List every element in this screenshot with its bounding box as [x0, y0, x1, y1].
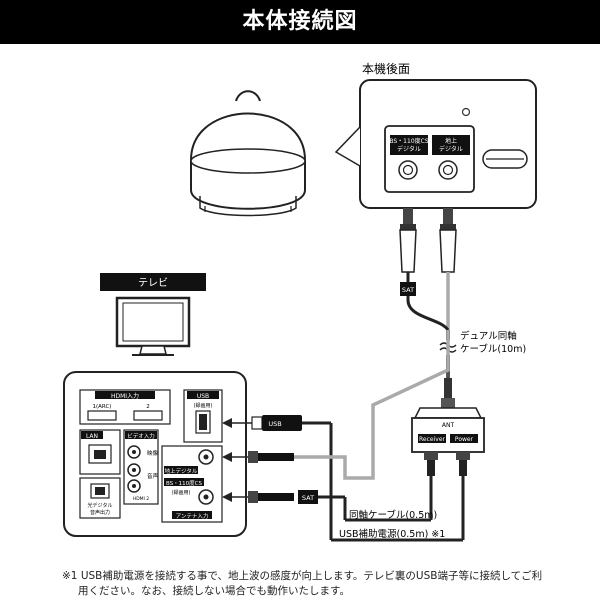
splitter-receiver-label: Receiver — [419, 436, 445, 443]
tv-cable-plugs: USB SAT — [222, 415, 331, 504]
splitter: ANT Receiver Power — [411, 407, 485, 476]
usb-plug-tag: USB — [268, 420, 281, 428]
splitter-output-cables — [294, 330, 465, 542]
bs-port-label-2: デジタル — [397, 145, 421, 153]
sat-tag-top: SAT — [402, 286, 414, 294]
terrestrial-port-label-bg — [432, 135, 470, 155]
optical-label: 光デジタル — [88, 502, 113, 509]
dual-coax-cable: SAT デュアル同軸 ケーブル(10m) — [399, 208, 526, 408]
splitter-ant-label: ANT — [442, 422, 455, 429]
footnote-line-1: ※1 USB補助電源を接続する事で、地上波の感度が向上します。テレビ裏のUSB端… — [62, 570, 543, 582]
usb-power-label: USB補助電源(0.5m) ※1 — [339, 528, 445, 540]
hdmi1-port — [87, 410, 117, 421]
page-title: 本体接続図 — [242, 9, 358, 34]
audio-label: 音声 — [147, 472, 159, 480]
terrestrial-port-label-2: デジタル — [439, 145, 463, 153]
hdmi2-port — [133, 410, 163, 421]
dual-coax-length-label: ケーブル(10m) — [460, 343, 526, 355]
video-in-label: ビデオ入力 — [127, 432, 155, 440]
dual-coax-label: デュアル同軸 — [460, 330, 517, 342]
receiver-rear-panel: 本機後面 BS・110度CS デジタル 地上 デジタル — [334, 61, 537, 209]
bs-input-sub-label: (録画用) — [172, 489, 191, 496]
hdmi1-label: 1(ARC) — [93, 404, 112, 410]
hdmi2-note: HDMI 2 — [133, 496, 149, 502]
tv-usb-sub: (録画用) — [194, 402, 213, 409]
tv-caption: テレビ — [138, 277, 168, 289]
terrestrial-port-label: 地上 — [445, 137, 457, 145]
lan-label: LAN — [86, 433, 98, 440]
splitter-power-label: Power — [455, 436, 474, 443]
rear-panel-caption: 本機後面 — [362, 61, 410, 76]
bs-input-label: BS・110度CS — [166, 479, 203, 487]
hdmi2-label: 2 — [146, 404, 150, 410]
antenna-input-label: アンテナ入力 — [176, 512, 209, 520]
bs-port-label: BS・110度CS — [389, 137, 428, 145]
coax-cable-label: 同軸ケーブル(0.5m) — [349, 509, 437, 521]
video-label: 映像 — [147, 449, 159, 457]
hdmi-title: HDMI入力 — [111, 392, 139, 400]
tv-rear-panel: HDMI入力 1(ARC) 2 USB (録画用) LAN ビデオ入力 映像 音… — [63, 371, 247, 537]
tv-usb-title: USB — [197, 393, 209, 400]
optical-label-2: 音声出力 — [90, 509, 110, 516]
bs-port-label-bg — [390, 135, 428, 155]
dome-antenna — [189, 90, 307, 217]
tv: テレビ — [100, 273, 206, 356]
sat-tag-bottom: SAT — [302, 494, 314, 502]
terrestrial-input-label: 地上デジタル — [165, 467, 198, 475]
footnote: ※1 USB補助電源を接続する事で、地上波の感度が向上します。テレビ裏のUSB端… — [62, 569, 582, 599]
footnote-line-2: 用ください。なお、接続しない場合でも動作いたします。 — [78, 585, 350, 597]
title-bar — [0, 0, 600, 44]
